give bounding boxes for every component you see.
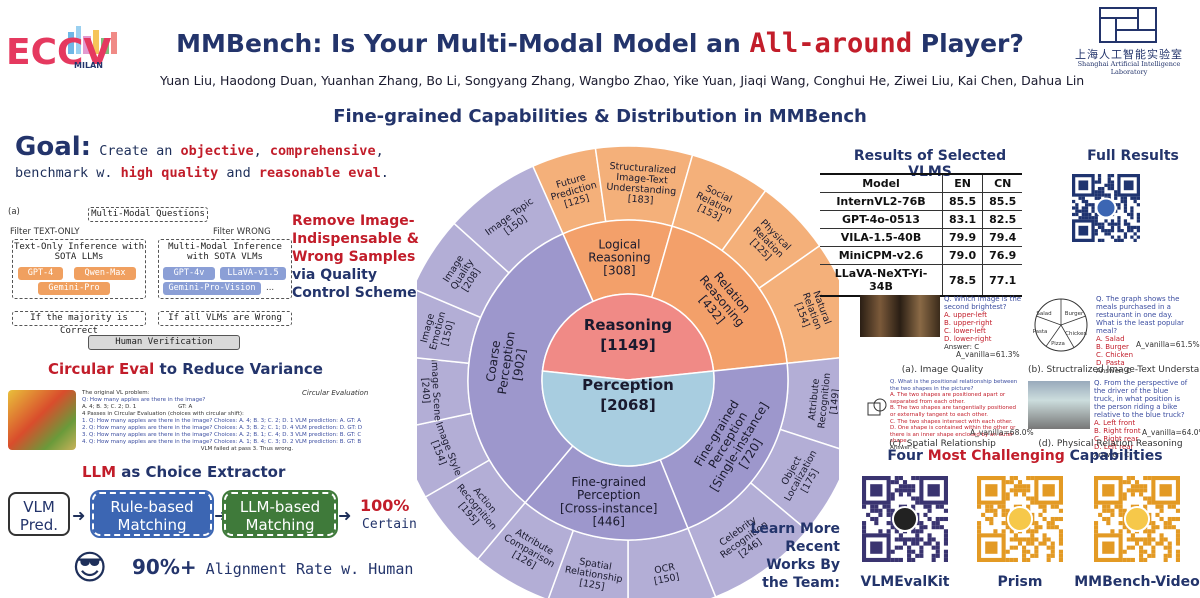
section-title: Fine-grained Capabilities & Distribution… (333, 106, 867, 127)
caption-spatial: (c). Spatial Relationship (889, 439, 996, 449)
arrow-icon: ➜ (338, 506, 352, 525)
reasoning-core-count: [1149] (600, 336, 655, 354)
truck-sample-image (1028, 381, 1090, 429)
certain-percent: 100% (360, 496, 410, 515)
outer-segment-label: AttributeRecognition[149] (806, 371, 839, 430)
circular-eval-panel: The original VL problem:Circular Evaluat… (82, 389, 369, 453)
alignment-rate: 90%+ Alignment Rate w. Human (132, 555, 414, 579)
sunglasses-emoji-icon: 😎 (72, 548, 108, 588)
rule-matching-box: Rule-based Matching (90, 490, 214, 538)
mm-questions-box: Multi-Modal Questions (88, 207, 208, 222)
poster-title: MMBench: Is Your Multi-Modal Model an Al… (176, 28, 1024, 59)
all-wrong-box: If all VLMs are Wrong (158, 311, 292, 326)
certain-label: Certain (362, 517, 417, 532)
apples-image (8, 390, 76, 450)
pie-slice-label: Burger (1065, 311, 1084, 317)
majority-correct-box: If the majority is Correct (12, 311, 146, 336)
table-header-row: Model EN CN (820, 173, 1023, 193)
lab-name-cn: 上海人工智能实验室 (1075, 48, 1183, 61)
arrow-icon: ➜ (72, 506, 86, 525)
goal-label: Goal: (15, 132, 92, 162)
lab-logo: 上海人工智能实验室 Shanghai Artificial Intelligen… (1060, 6, 1198, 76)
full-results-label: Full Results (1087, 148, 1179, 164)
qr-label-mmbench-video[interactable]: MMBench-Video (1074, 574, 1200, 590)
circular-eval-heading: Circular Eval to Reduce Variance (48, 360, 323, 378)
reasoning-core-label: Reasoning (584, 316, 672, 334)
challenging-examples: Q. Which image is the second brightest? … (860, 295, 1200, 459)
pie-slice-label: Pizza (1051, 341, 1065, 347)
pie-slice-label: Pasta (1033, 329, 1048, 335)
pie-slice-label: Salad (1036, 311, 1051, 317)
lab-emblem-icon (1099, 7, 1157, 43)
vlm-pred-box: VLM Pred. (8, 492, 70, 536)
outer-segment-label: Image Scene[240] (418, 359, 443, 422)
author-list: Yuan Liu, Haodong Duan, Yuanhan Zhang, B… (160, 73, 1085, 88)
acc-p3: A_vanilla=68.0% (970, 428, 1034, 437)
caption-image-quality: (a). Image Quality (901, 365, 984, 375)
eccv-logo: ECCV MILAN (6, 26, 117, 70)
shapes-sample-icon (867, 398, 887, 416)
title-highlight: All-around (749, 28, 913, 59)
human-verification-box: Human Verification (88, 335, 240, 350)
caption-structuralized: (b). Structralized Image-Text Understand… (1028, 365, 1200, 375)
quality-control-diagram: (a) Multi-Modal Questions Filter TEXT-ON… (8, 205, 293, 352)
capability-wheel: PhysicalProperty[132]FunctionReasoning[1… (417, 145, 839, 598)
pie-slice-label: Chicken (1065, 331, 1087, 337)
middle-segment-label: CoarsePerception[902] (482, 329, 531, 397)
learn-more-text: Learn More Recent Works By the Team: (750, 521, 840, 591)
qr-label-vlmevalkit[interactable]: VLMEvalKit (860, 574, 950, 590)
llm-matching-box: LLM-based Matching (222, 490, 338, 538)
lab-name-en: Shanghai Artificial Intelligence Laborat… (1077, 60, 1181, 76)
outer-segment-label: StructuralizedImage-TextUnderstanding[18… (605, 161, 678, 208)
conference-name: ECCV (6, 32, 111, 70)
perception-core (541, 370, 715, 467)
vlmevalkit-qr-icon[interactable] (862, 476, 948, 570)
full-results-qr-icon[interactable] (1072, 174, 1140, 242)
challenging-heading: Four Most Challenging Capabilities (887, 448, 1163, 464)
conference-city: MILAN (74, 61, 103, 70)
acc-p1: A_vanilla=61.3% (956, 350, 1020, 359)
prism-qr-icon[interactable] (977, 476, 1063, 570)
outer-segment-label: SpatialRelationship[125] (562, 554, 625, 596)
mmbench-video-qr-icon[interactable] (1094, 476, 1180, 570)
perception-core-count: [2068] (600, 396, 655, 414)
remove-samples-text: Remove Image-Indispensable & Wrong Sampl… (292, 213, 419, 301)
goal-statement: Goal: Create an objective, comprehensive… (15, 132, 389, 181)
acc-p4: A_vanilla=64.0% (1142, 428, 1200, 437)
acc-p2: A_vanilla=61.5% (1136, 340, 1200, 349)
reasoning-core (541, 293, 715, 381)
outer-segment-label: OCR[150] (651, 561, 680, 587)
perception-core-label: Perception (582, 376, 674, 394)
caption-physical: (d). Physical Relation Reasoning (1038, 439, 1183, 449)
qr-label-prism[interactable]: Prism (997, 574, 1043, 590)
image-quality-sample (860, 295, 940, 337)
extractor-heading: LLM as Choice Extractor (82, 463, 286, 481)
